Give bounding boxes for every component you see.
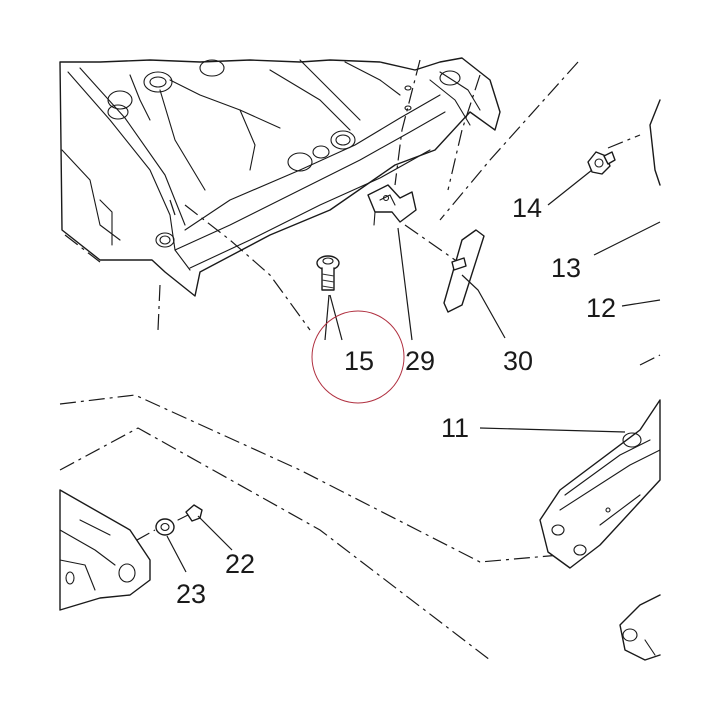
right-edge-parts	[619, 99, 661, 661]
rod-30	[443, 229, 485, 313]
screw-15	[316, 255, 340, 291]
assembly-centerlines	[59, 59, 661, 661]
callout-12: 12	[586, 293, 616, 323]
bolt-22	[177, 504, 203, 522]
callout-29: 29	[405, 346, 435, 376]
callout-13: 13	[551, 253, 581, 283]
callout-23: 23	[176, 579, 206, 609]
callout-labels: 15 29 30 14 13 12 11 22 23	[176, 193, 616, 609]
callout-22: 22	[225, 549, 255, 579]
arm-11	[539, 399, 661, 569]
main-frame	[59, 57, 501, 297]
callout-14: 14	[512, 193, 542, 223]
callout-30: 30	[503, 346, 533, 376]
bolt-14	[587, 151, 616, 175]
washer-23	[155, 518, 175, 536]
callout-15: 15	[344, 346, 374, 376]
callout-11: 11	[441, 413, 469, 443]
bracket-29	[367, 184, 417, 226]
leader-lines	[166, 169, 661, 573]
lower-left-bracket	[59, 489, 151, 611]
highlight-circle	[311, 310, 405, 404]
